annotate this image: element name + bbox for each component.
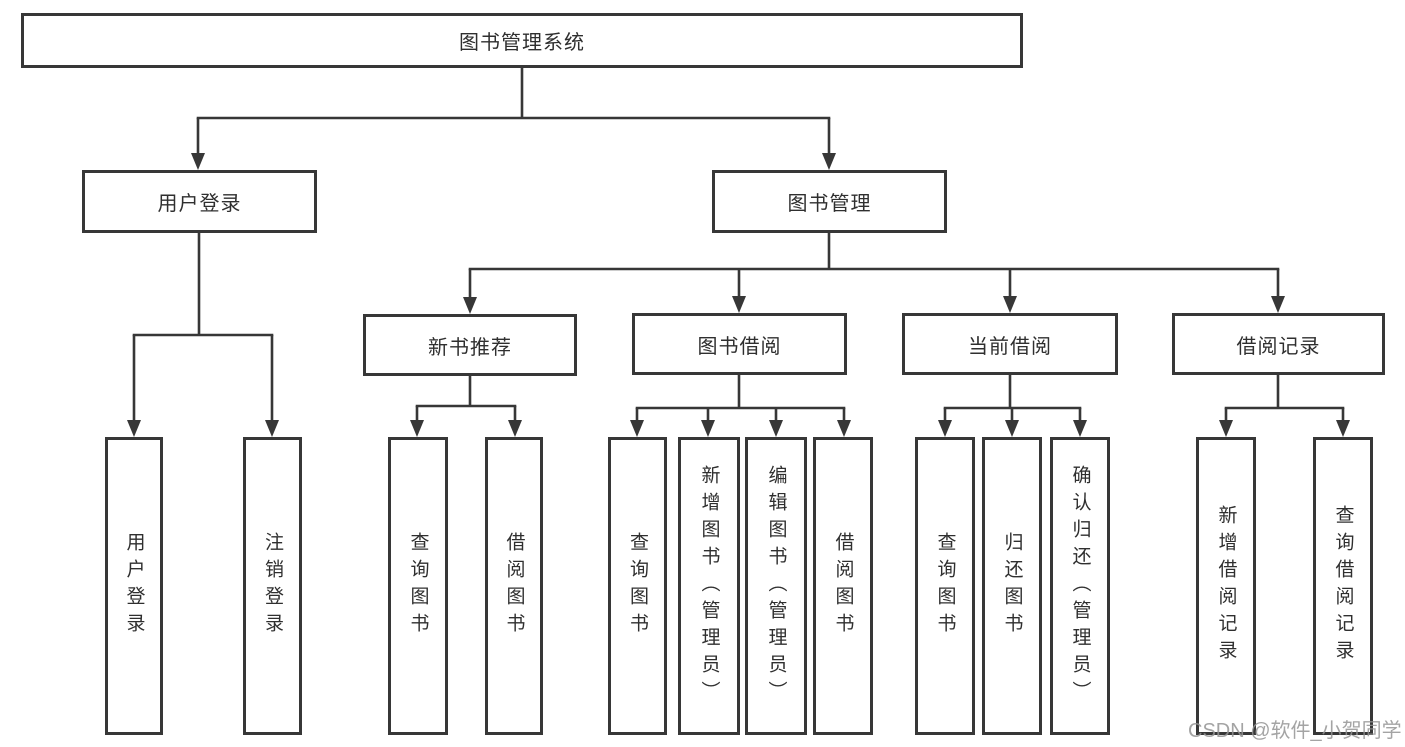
arrowhead-down-icon — [701, 420, 715, 437]
node-label-new-book-rec: 新书推荐 — [428, 336, 512, 359]
node-label-leaf-cb-query: 查询图书 — [934, 532, 956, 640]
arrowhead-down-icon — [1005, 420, 1019, 437]
node-label-leaf-br-query: 查询借阅记录 — [1332, 505, 1354, 667]
arrowhead-down-icon — [463, 297, 477, 314]
node-book-mgmt: 图书管理 — [712, 170, 947, 233]
node-leaf-rec-query: 查询图书 — [388, 437, 448, 735]
arrowhead-down-icon — [1336, 420, 1350, 437]
node-user-login: 用户登录 — [82, 170, 317, 233]
node-label-borrow-record: 借阅记录 — [1236, 335, 1321, 358]
arrowhead-down-icon — [630, 420, 644, 437]
node-label-leaf-bb-borrow: 借阅图书 — [832, 532, 854, 640]
node-leaf-bb-edit: 编辑图书（管理员） — [745, 437, 807, 735]
node-leaf-cb-confirm: 确认归还（管理员） — [1050, 437, 1110, 735]
arrowhead-down-icon — [1073, 420, 1087, 437]
node-label-current-borrow: 当前借阅 — [968, 335, 1052, 358]
arrowhead-down-icon — [508, 420, 522, 437]
arrowhead-down-icon — [938, 420, 952, 437]
arrowhead-down-icon — [265, 420, 279, 437]
node-label-leaf-rec-borrow: 借阅图书 — [503, 532, 525, 640]
arrowhead-down-icon — [1003, 296, 1017, 313]
node-label-leaf-bb-edit: 编辑图书（管理员） — [765, 464, 787, 708]
node-leaf-cb-query: 查询图书 — [915, 437, 975, 735]
node-leaf-bb-query: 查询图书 — [608, 437, 667, 735]
node-label-root: 图书管理系统 — [459, 32, 585, 54]
node-label-leaf-logout: 注销登录 — [262, 532, 283, 640]
node-label-leaf-cb-confirm: 确认归还（管理员） — [1069, 464, 1091, 708]
node-leaf-login: 用户登录 — [105, 437, 163, 735]
node-leaf-bb-borrow: 借阅图书 — [813, 437, 873, 735]
arrowhead-down-icon — [1219, 420, 1233, 437]
node-book-borrow: 图书借阅 — [632, 313, 847, 375]
node-leaf-rec-borrow: 借阅图书 — [485, 437, 543, 735]
node-label-book-borrow: 图书借阅 — [697, 335, 782, 358]
node-leaf-cb-return: 归还图书 — [982, 437, 1042, 735]
node-leaf-logout: 注销登录 — [243, 437, 302, 735]
node-label-leaf-rec-query: 查询图书 — [407, 532, 429, 640]
node-label-leaf-bb-add: 新增图书（管理员） — [698, 464, 720, 708]
arrowhead-down-icon — [410, 420, 424, 437]
arrowhead-down-icon — [127, 420, 141, 437]
node-leaf-br-add: 新增借阅记录 — [1196, 437, 1256, 735]
node-label-leaf-br-add: 新增借阅记录 — [1215, 505, 1237, 667]
node-borrow-record: 借阅记录 — [1172, 313, 1385, 375]
node-new-book-rec: 新书推荐 — [363, 314, 577, 376]
node-label-user-login: 用户登录 — [157, 193, 242, 215]
node-current-borrow: 当前借阅 — [902, 313, 1118, 375]
node-label-leaf-cb-return: 归还图书 — [1001, 532, 1023, 640]
arrowhead-down-icon — [1271, 296, 1285, 313]
node-label-leaf-bb-query: 查询图书 — [627, 532, 648, 640]
node-leaf-bb-add: 新增图书（管理员） — [678, 437, 740, 735]
arrowhead-down-icon — [732, 296, 746, 313]
node-root: 图书管理系统 — [21, 13, 1023, 68]
arrowhead-down-icon — [822, 153, 836, 170]
node-label-book-mgmt: 图书管理 — [787, 193, 872, 215]
node-label-leaf-login: 用户登录 — [123, 532, 145, 640]
node-leaf-br-query: 查询借阅记录 — [1313, 437, 1373, 735]
arrowhead-down-icon — [191, 153, 205, 170]
arrowhead-down-icon — [769, 420, 783, 437]
arrowhead-down-icon — [837, 420, 851, 437]
